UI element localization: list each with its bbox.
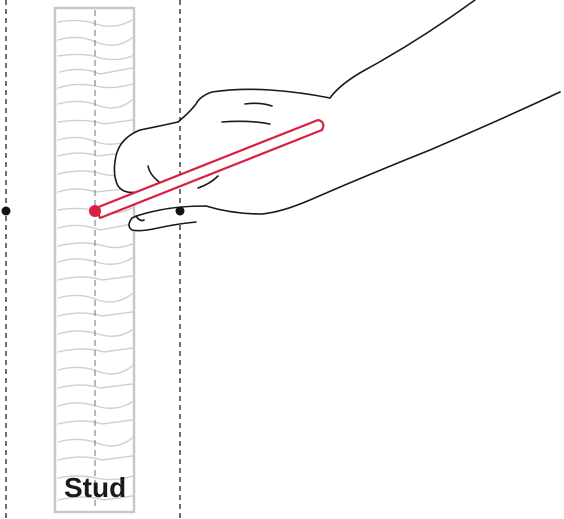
hand-holding-pencil-icon <box>113 0 561 232</box>
wood-grain <box>57 19 133 501</box>
pencil-icon <box>94 118 325 220</box>
stud-label: Stud <box>64 472 126 503</box>
pencil-tip-dot <box>89 205 101 217</box>
left-edge-marker-dot <box>1 206 11 216</box>
right-edge-marker-dot <box>175 206 185 216</box>
stud-board <box>53 6 136 514</box>
